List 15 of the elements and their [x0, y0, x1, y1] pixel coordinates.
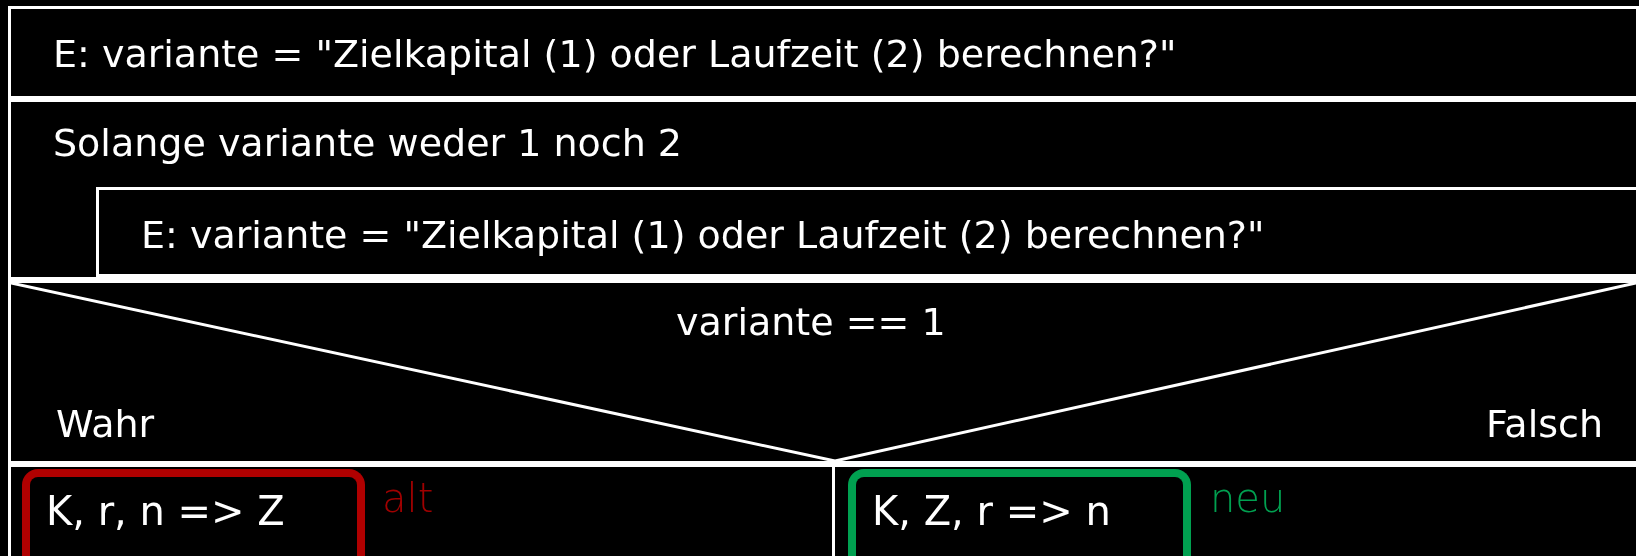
note-text: neu [1210, 478, 1286, 518]
true-label: Wahr [56, 405, 155, 443]
loop-block [8, 99, 1639, 280]
highlight-box [848, 469, 1191, 556]
input-statement: E: variante = "Zielkapital (1) oder Laufzeit (2) berechnen?" [53, 35, 1177, 73]
condition-text: variante == 1 [676, 303, 946, 341]
loop-condition: Solange variante weder 1 noch 2 [53, 124, 683, 162]
input-statement: E: variante = "Zielkapital (1) oder Laufzeit (2) berechnen?" [141, 216, 1265, 254]
formula-text: K, r, n => Z [46, 491, 285, 531]
highlight-box [22, 469, 365, 556]
note-text: alt [382, 478, 434, 518]
input-box [8, 6, 1639, 99]
input-box [96, 187, 1639, 277]
false-label: Falsch [1486, 405, 1603, 443]
formula-text: K, Z, r => n [872, 491, 1111, 531]
